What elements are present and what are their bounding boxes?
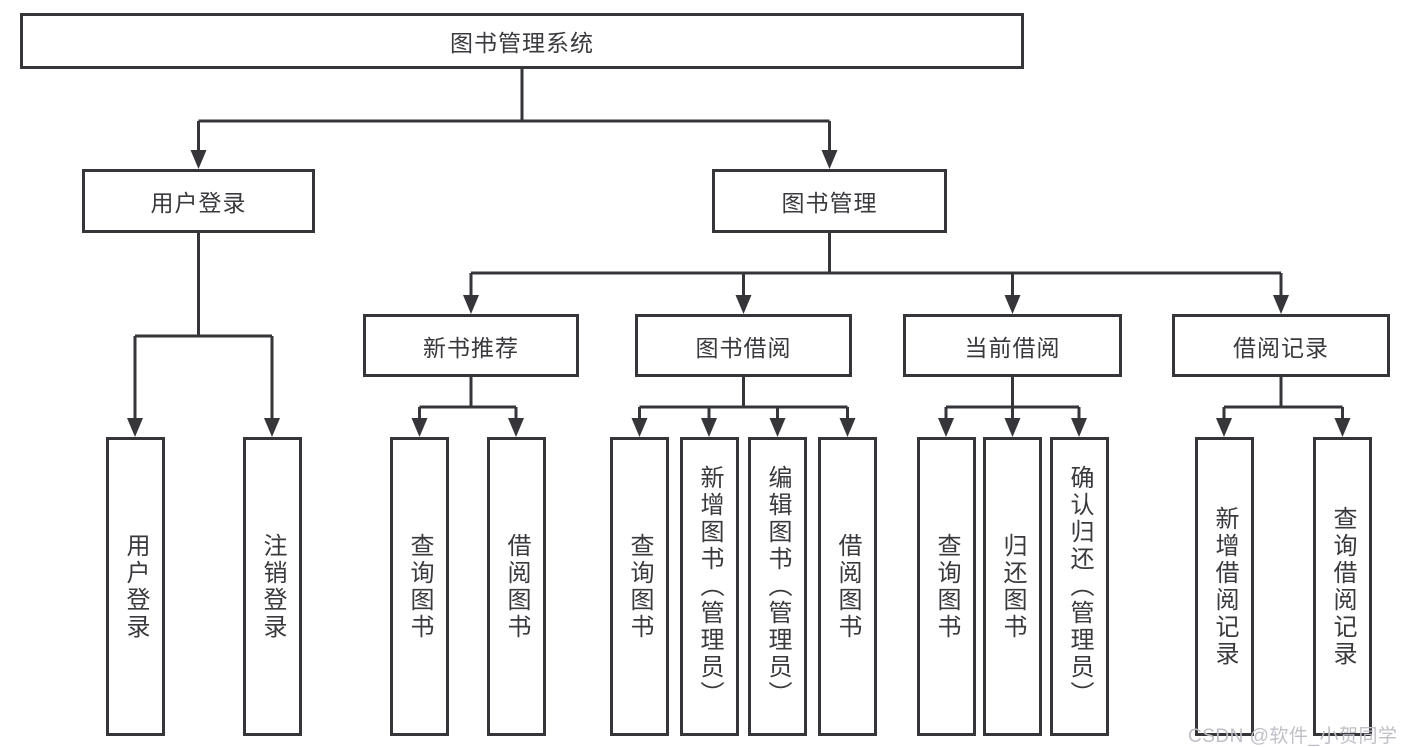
arrowhead <box>1004 295 1021 314</box>
leaf-query-books-borrowing: 查询图书 <box>610 437 669 736</box>
leaf-add-books-admin: 新增图书（管理员） <box>680 437 739 736</box>
leaf-borrow-books: 借阅图书 <box>818 437 877 736</box>
leaf-return-books: 归还图书 <box>983 437 1042 736</box>
arrowhead <box>938 418 954 437</box>
arrowhead <box>190 150 207 169</box>
leaf-confirm-return-admin: 确认归还（管理员） <box>1050 437 1109 736</box>
leaf-edit-books-admin: 编辑图书（管理员） <box>748 437 807 736</box>
leaf-borrow-books-recommend: 借阅图书 <box>487 437 546 736</box>
connector-path <box>133 69 1344 420</box>
node-new-book-recommend: 新书推荐 <box>363 314 579 377</box>
arrowhead <box>1273 295 1289 314</box>
arrowhead <box>411 418 428 437</box>
arrowhead <box>839 418 856 437</box>
leaf-logout: 注销登录 <box>243 437 302 736</box>
arrowhead <box>463 295 479 314</box>
node-library-management-system: 图书管理系统 <box>20 13 1024 69</box>
watermark: CSDN @软件_小贺同学 <box>1188 726 1398 747</box>
node-book-management: 图书管理 <box>712 169 947 233</box>
leaf-query-borrow-record: 查询借阅记录 <box>1313 437 1372 736</box>
node-current-borrowing: 当前借阅 <box>903 314 1122 377</box>
leaf-query-books-current: 查询图书 <box>917 437 976 736</box>
leaf-query-books-recommend: 查询图书 <box>390 437 449 736</box>
arrowhead <box>631 418 648 437</box>
arrowhead <box>701 418 717 437</box>
node-borrow-records: 借阅记录 <box>1172 314 1390 377</box>
leaf-user-login: 用户登录 <box>106 437 165 736</box>
arrowhead <box>735 295 752 314</box>
arrowhead <box>821 150 838 169</box>
leaf-add-borrow-record: 新增借阅记录 <box>1195 437 1254 736</box>
arrowhead <box>769 418 786 437</box>
node-book-borrowing: 图书借阅 <box>635 314 852 377</box>
arrowhead <box>508 418 524 437</box>
arrowhead <box>264 418 280 437</box>
arrowhead <box>1071 418 1087 437</box>
arrowhead <box>127 418 143 437</box>
arrowhead <box>1004 418 1021 437</box>
node-user-login: 用户登录 <box>82 169 315 233</box>
arrowhead <box>1216 418 1232 437</box>
arrowhead <box>1334 418 1351 437</box>
